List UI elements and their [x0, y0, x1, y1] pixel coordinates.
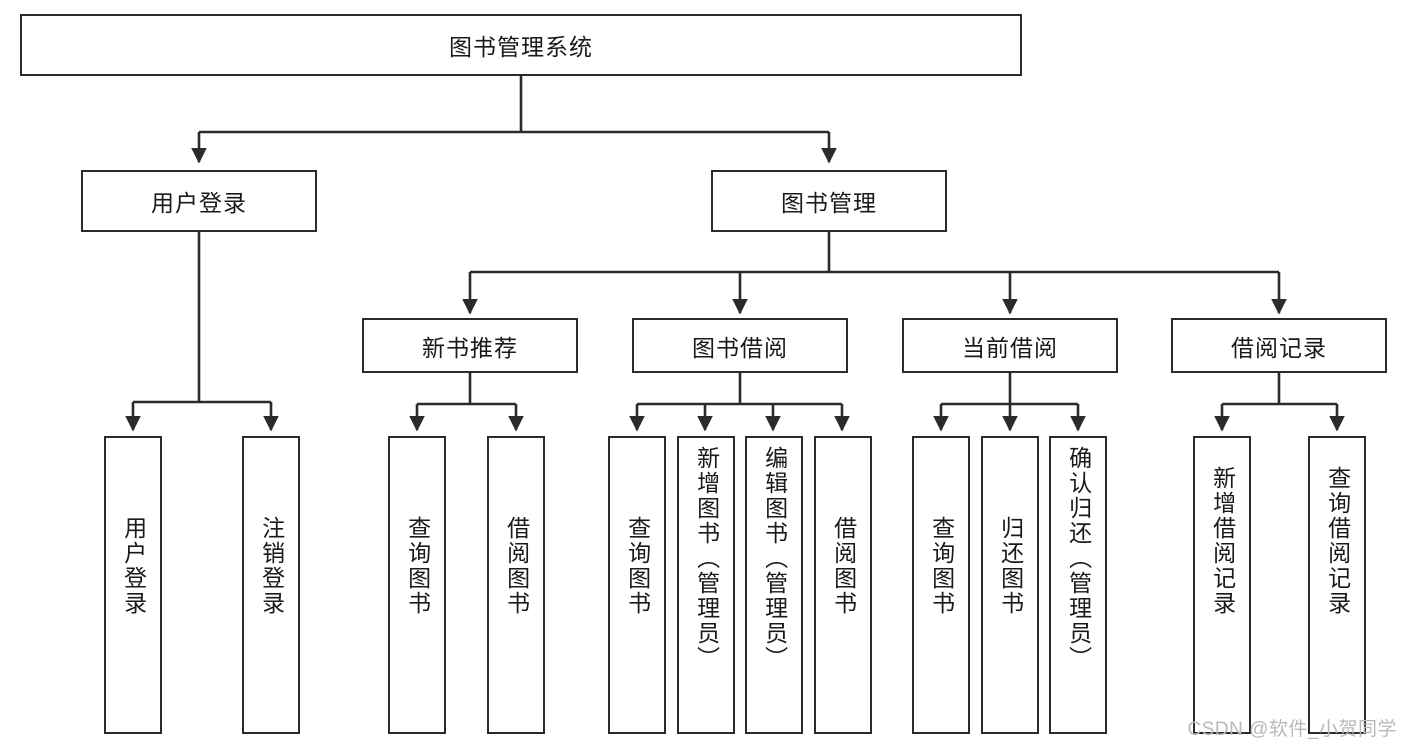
node-label: 查询借阅记录 — [1324, 466, 1351, 616]
node-label: 查询图书 — [404, 516, 431, 616]
node-label: 归还图书 — [997, 516, 1024, 616]
node-leaf-query-record[interactable]: 查询借阅记录 — [1308, 436, 1366, 734]
node-book-management[interactable]: 图书管理 — [711, 170, 947, 232]
node-leaf-user-login[interactable]: 用户登录 — [104, 436, 162, 734]
node-leaf-return-book[interactable]: 归还图书 — [981, 436, 1039, 734]
node-label: 图书借阅 — [692, 334, 788, 361]
node-label: 借阅图书 — [503, 516, 530, 616]
node-label: 图书管理系统 — [449, 34, 593, 60]
node-leaf-add-book[interactable]: 新增图书（管理员） — [677, 436, 735, 734]
node-leaf-query-book-2[interactable]: 查询图书 — [608, 436, 666, 734]
node-leaf-edit-book[interactable]: 编辑图书（管理员） — [745, 436, 803, 734]
node-new-book-recommend[interactable]: 新书推荐 — [362, 318, 578, 373]
node-label: 用户登录 — [120, 516, 147, 616]
node-label: 查询图书 — [928, 516, 955, 616]
node-label: 用户登录 — [151, 190, 247, 216]
node-leaf-query-book-1[interactable]: 查询图书 — [388, 436, 446, 734]
node-label: 注销登录 — [258, 516, 285, 616]
watermark-text: CSDN @软件_小贺同学 — [1187, 719, 1397, 740]
node-label: 新书推荐 — [422, 334, 518, 361]
node-label: 确认归还（管理员） — [1065, 446, 1092, 671]
node-borrow-record[interactable]: 借阅记录 — [1171, 318, 1387, 373]
node-user-login[interactable]: 用户登录 — [81, 170, 317, 232]
node-label: 新增借阅记录 — [1209, 466, 1236, 616]
node-leaf-borrow-book-2[interactable]: 借阅图书 — [814, 436, 872, 734]
node-label: 借阅图书 — [830, 516, 857, 616]
node-leaf-borrow-book-1[interactable]: 借阅图书 — [487, 436, 545, 734]
node-leaf-confirm-return[interactable]: 确认归还（管理员） — [1049, 436, 1107, 734]
node-current-borrow[interactable]: 当前借阅 — [902, 318, 1118, 373]
node-leaf-query-book-3[interactable]: 查询图书 — [912, 436, 970, 734]
node-leaf-add-record[interactable]: 新增借阅记录 — [1193, 436, 1251, 734]
node-label: 查询图书 — [624, 516, 651, 616]
node-root-system[interactable]: 图书管理系统 — [20, 14, 1022, 76]
node-label: 编辑图书（管理员） — [761, 446, 788, 671]
node-label: 图书管理 — [781, 190, 877, 216]
node-label: 借阅记录 — [1231, 334, 1327, 361]
node-leaf-logout-login[interactable]: 注销登录 — [242, 436, 300, 734]
node-label: 新增图书（管理员） — [693, 446, 720, 671]
node-book-borrow[interactable]: 图书借阅 — [632, 318, 848, 373]
node-label: 当前借阅 — [962, 334, 1058, 361]
